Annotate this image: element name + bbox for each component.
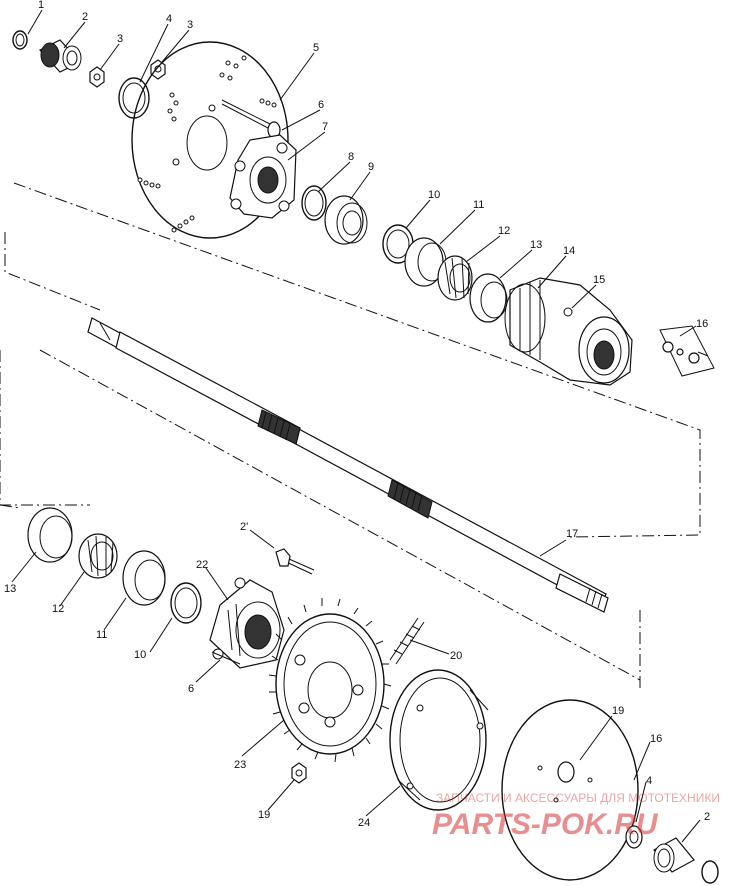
callout-19: 19 bbox=[612, 705, 624, 717]
callout-22: 22 bbox=[196, 559, 208, 571]
callout-13-lower: 13 bbox=[4, 583, 16, 595]
part-11-lower-bearing-cup bbox=[122, 550, 166, 606]
leader-lines bbox=[11, 9, 701, 843]
part-4-lower-washer bbox=[625, 825, 643, 849]
callout-24: 24 bbox=[358, 817, 370, 829]
callout-13: 13 bbox=[530, 239, 542, 251]
part-3-nut bbox=[89, 66, 105, 88]
part-18-brake-disc-lower bbox=[501, 699, 639, 881]
callout-19-lower: 19 bbox=[258, 809, 270, 821]
part-1-snap-ring bbox=[12, 30, 28, 50]
part-2-lower-bushing bbox=[653, 837, 695, 873]
part-8-circlip bbox=[301, 185, 327, 221]
callout-10: 10 bbox=[428, 189, 440, 201]
callout-17: 17 bbox=[566, 528, 578, 540]
callout-6-lower: 6 bbox=[188, 683, 194, 695]
part-3-nut-upper bbox=[150, 59, 166, 80]
part-2-bushing bbox=[39, 39, 82, 73]
part-17-axle-shaft bbox=[87, 317, 609, 613]
part-6-lower-bolt bbox=[211, 651, 241, 665]
callout-20: 20 bbox=[450, 650, 462, 662]
part-11-bearing-cup bbox=[404, 237, 447, 287]
part-22-sprocket-hub bbox=[209, 577, 285, 669]
watermark-subtitle: ЗАПЧАСТИ И АКСЕССУАРЫ ДЛЯ МОТОТЕХНИКИ bbox=[436, 791, 720, 805]
part-6-bolt bbox=[221, 99, 281, 139]
callout-21: 2' bbox=[240, 521, 248, 533]
callout-1: 1 bbox=[38, 0, 44, 11]
callout-10-lower: 10 bbox=[134, 649, 146, 661]
part-16-hardware bbox=[659, 325, 715, 377]
callout-15: 15 bbox=[593, 274, 605, 286]
callout-23: 23 bbox=[234, 759, 246, 771]
part-9-bearing bbox=[324, 195, 368, 245]
callout-3: 3 bbox=[117, 33, 123, 45]
callout-labels: 1 2 3 4 3 5 6 7 8 9 10 11 12 13 14 15 16… bbox=[4, 0, 710, 829]
callout-2: 2 bbox=[82, 11, 88, 23]
callout-4: 4 bbox=[166, 13, 172, 25]
callout-3-upper: 3 bbox=[187, 19, 193, 31]
part-19-lower-nut bbox=[291, 762, 307, 784]
part-13-bearing-cup bbox=[469, 273, 508, 323]
callout-2-lower: 2 bbox=[704, 811, 710, 823]
watermark: ЗАПЧАСТИ И АКСЕССУАРЫ ДЛЯ МОТОТЕХНИКИ PA… bbox=[432, 791, 720, 841]
part-12-lower-tapered-bearing bbox=[78, 533, 118, 579]
callout-8: 8 bbox=[348, 151, 354, 163]
callout-9: 9 bbox=[368, 161, 374, 173]
part-10-lower-seal-ring bbox=[170, 582, 202, 624]
part-23-sprocket bbox=[268, 598, 392, 763]
part-7-hub-flange bbox=[229, 134, 297, 219]
part-12-tapered-bearing bbox=[437, 255, 473, 301]
callout-18: 16 bbox=[650, 733, 662, 745]
callout-4-lower: 4 bbox=[646, 775, 652, 787]
assembly-boundary-lines bbox=[0, 182, 701, 690]
callout-16: 16 bbox=[696, 318, 708, 330]
callout-14: 14 bbox=[563, 245, 575, 257]
part-24-sprocket-guard bbox=[389, 669, 489, 811]
part-1-lower-snap-ring bbox=[701, 860, 719, 884]
watermark-brand: PARTS-POK.RU bbox=[432, 808, 659, 841]
part-14-axle-housing bbox=[504, 277, 633, 386]
callout-12: 12 bbox=[498, 225, 510, 237]
callout-11-lower: 11 bbox=[96, 629, 107, 641]
callout-11: 11 bbox=[473, 199, 484, 211]
callout-7: 7 bbox=[322, 121, 328, 133]
part-20-chain-segment bbox=[389, 617, 425, 665]
part-5-brake-disc bbox=[131, 41, 289, 239]
part-13-lower-bearing-cup bbox=[27, 507, 73, 563]
part-21-stud bbox=[275, 548, 315, 575]
part-4-ring bbox=[118, 77, 150, 119]
callout-5: 5 bbox=[313, 42, 319, 54]
callout-12-lower: 12 bbox=[52, 603, 64, 615]
callout-6: 6 bbox=[318, 99, 324, 111]
